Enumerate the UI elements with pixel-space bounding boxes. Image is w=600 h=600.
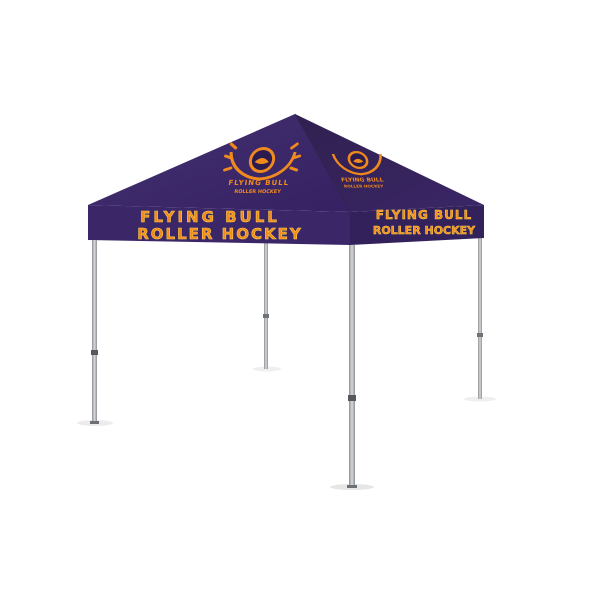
tent-frame-back	[263, 233, 483, 399]
valance-front	[88, 205, 350, 245]
brand-line1-front: FLYING BULL	[140, 208, 280, 226]
roof-brand-line1: FLYING BULL	[228, 178, 290, 187]
bull-laurel-logo-icon	[331, 151, 382, 176]
ground-shadows	[77, 366, 496, 490]
bull-laurel-logo-icon	[223, 142, 302, 181]
brand-line2-front: ROLLER HOCKEY	[137, 225, 302, 243]
roof-brand-line2: ROLLER HOCKEY	[234, 189, 282, 195]
valance-right	[350, 205, 484, 245]
brand-line2-side: ROLLER HOCKEY	[373, 224, 476, 237]
front-center-leg	[349, 245, 355, 487]
tent-frame-front	[90, 240, 357, 488]
canopy-valance	[88, 205, 484, 245]
back-left-leg	[264, 238, 268, 369]
valance-front-text: FLYING BULL ROLLER HOCKEY	[137, 208, 302, 244]
brand-line1-side: FLYING BULL	[376, 208, 472, 222]
roof-brand-right-line2: ROLLER HOCKEY	[343, 184, 383, 189]
valance-right-text: FLYING BULL ROLLER HOCKEY	[373, 208, 477, 238]
canopy-roof	[88, 113, 484, 213]
back-right-leg	[478, 233, 482, 399]
front-left-leg	[92, 240, 97, 423]
roof-logo-right: FLYING BULL ROLLER HOCKEY	[331, 151, 385, 189]
roof-logo-left: FLYING BULL ROLLER HOCKEY	[223, 142, 302, 195]
roof-brand-right-line1: FLYING BULL	[341, 178, 385, 184]
